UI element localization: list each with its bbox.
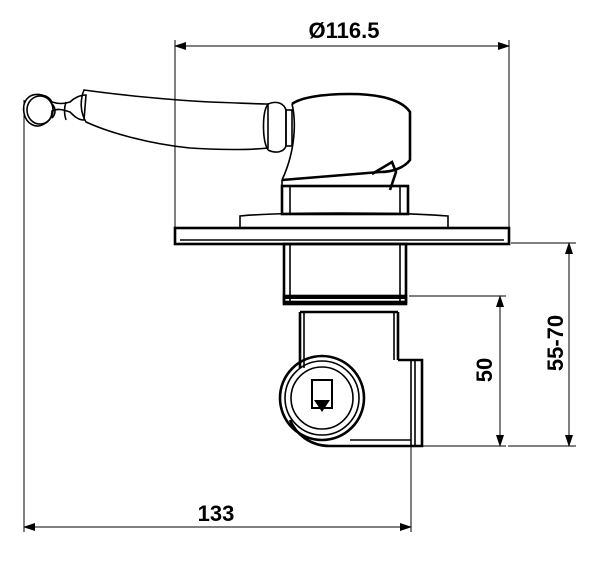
outer-depth-dimension: 55-70 xyxy=(508,242,576,447)
top-diameter-label: Ø116.5 xyxy=(309,18,380,43)
bottom-width-label: 133 xyxy=(198,501,235,526)
escutcheon-plate xyxy=(173,212,511,246)
inner-depth-dimension: 50 xyxy=(409,295,506,447)
bottom-width-dimension: 133 xyxy=(23,100,412,532)
inner-depth-label: 50 xyxy=(472,358,497,382)
inlet-housing xyxy=(288,310,424,448)
circular-port xyxy=(278,354,366,442)
lever-handle xyxy=(22,89,293,153)
outer-depth-label: 55-70 xyxy=(543,315,568,371)
top-diameter-dimension: Ø116.5 xyxy=(174,18,510,230)
valve-cap xyxy=(280,92,412,216)
valve-body xyxy=(282,242,408,306)
